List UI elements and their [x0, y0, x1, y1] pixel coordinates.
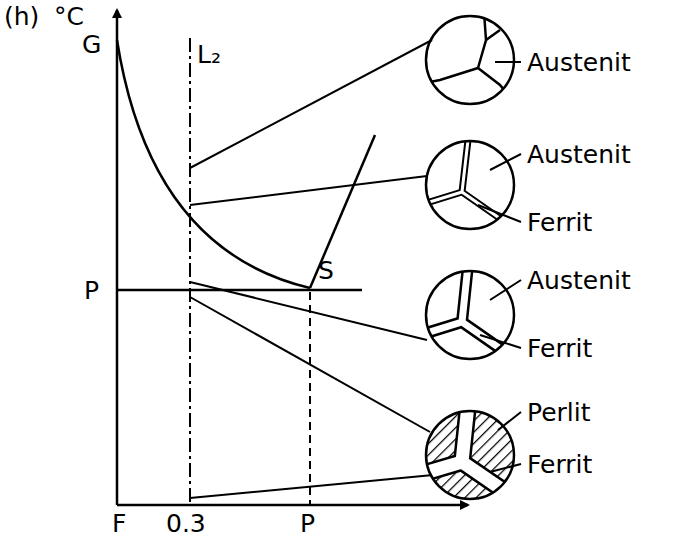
phase-label: Ferrit [527, 336, 592, 361]
phase-label: Perlit [527, 400, 591, 425]
axis-label: G [82, 32, 101, 57]
axis-label: P [84, 278, 99, 303]
phase-label: Austenit [527, 142, 631, 167]
phase-label: Ferrit [527, 210, 592, 235]
axis-label: S [318, 258, 334, 283]
axis-label: °C [54, 4, 84, 29]
axis-label: L₂ [197, 42, 221, 67]
axis-label: P [300, 511, 315, 536]
phase-label: Ferrit [527, 452, 592, 477]
axis-label: 0.3 [166, 511, 206, 536]
axis-label: F [112, 511, 126, 536]
phase-label: Austenit [527, 268, 631, 293]
phase-label: Austenit [527, 50, 631, 75]
axis-label: (h) [4, 4, 39, 29]
